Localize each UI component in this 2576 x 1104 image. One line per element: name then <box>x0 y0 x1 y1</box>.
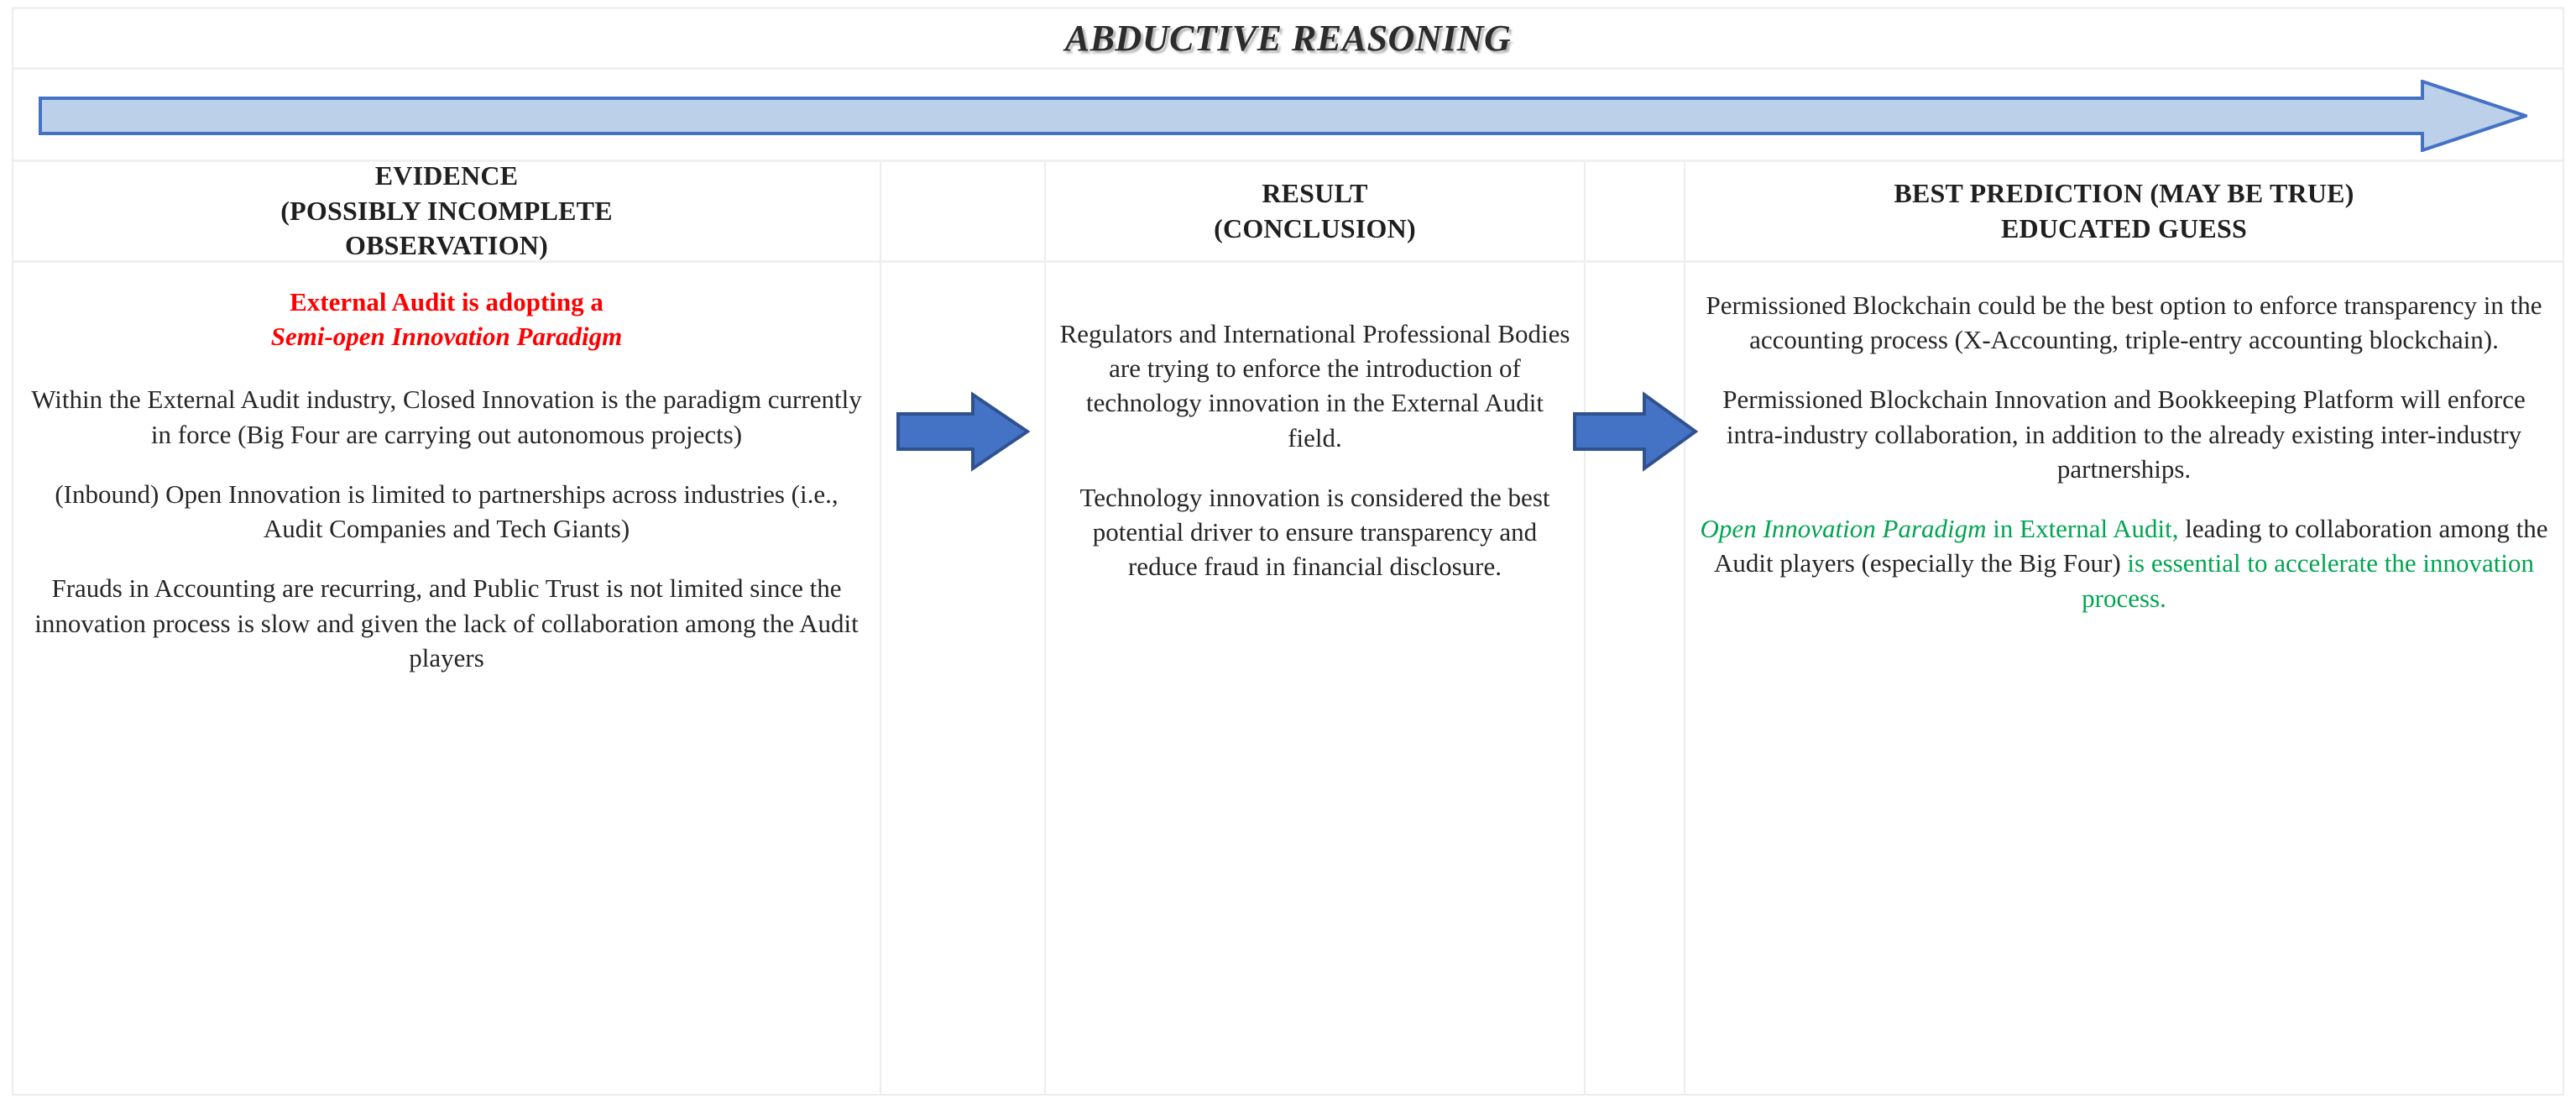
evidence-highlight: External Audit is adopting a Semi-open I… <box>27 285 866 353</box>
banner-row <box>13 70 2563 162</box>
evidence-paragraph-1: Within the External Audit industry, Clos… <box>31 385 862 449</box>
body-cell-result: Regulators and International Professiona… <box>1046 263 1586 1094</box>
diagram-frame: ABDUCTIVE REASONING EVIDENCE (POSSIBLY I… <box>12 7 2564 1096</box>
body-cell-spacer-2 <box>1572 263 1698 1094</box>
header-cell-result: RESULT (CONCLUSION) <box>1046 162 1586 260</box>
header-cell-prediction: BEST PREDICTION (MAY BE TRUE) EDUCATED G… <box>1685 162 2563 260</box>
evidence-paragraph-3: Frauds in Accounting are recurring, and … <box>34 573 859 672</box>
prediction-content: Permissioned Blockchain could be the bes… <box>1699 278 2549 615</box>
header-evidence-line1: EVIDENCE <box>374 160 519 191</box>
header-cell-evidence: EVIDENCE (POSSIBLY INCOMPLETE OBSERVATIO… <box>13 160 881 260</box>
body-cell-prediction: Permissioned Blockchain could be the bes… <box>1685 263 2563 1094</box>
header-result: RESULT (CONCLUSION) <box>1214 176 1416 246</box>
prediction-final-black: leading to collaboration among the Audit… <box>1713 514 2548 578</box>
prediction-final-green-1: in External Audit, <box>1986 514 2179 544</box>
body-cell-evidence: External Audit is adopting a Semi-open I… <box>13 263 881 1094</box>
evidence-to-result-arrow <box>896 390 1030 473</box>
header-prediction-line2: EDUCATED GUESS <box>2001 212 2247 243</box>
result-content: Regulators and International Professiona… <box>1059 278 1570 584</box>
prediction-paragraph-1: Permissioned Blockchain could be the bes… <box>1706 290 2542 355</box>
header-result-line2: (CONCLUSION) <box>1214 212 1416 243</box>
header-cell-spacer-1 <box>881 162 1046 260</box>
title-row: ABDUCTIVE REASONING <box>13 9 2563 70</box>
prediction-final-green-italic: Open Innovation Paradigm <box>1700 514 1987 544</box>
prediction-paragraph-2: Permissioned Blockchain Innovation and B… <box>1722 385 2526 484</box>
content-row: External Audit is adopting a Semi-open I… <box>13 263 2563 1094</box>
column-headers-row: EVIDENCE (POSSIBLY INCOMPLETE OBSERVATIO… <box>13 160 2563 263</box>
prediction-final-paragraph: Open Innovation Paradigm in External Aud… <box>1699 511 2549 615</box>
header-result-line1: RESULT <box>1262 177 1368 208</box>
header-prediction: BEST PREDICTION (MAY BE TRUE) EDUCATED G… <box>1894 176 2354 246</box>
header-prediction-line1: BEST PREDICTION (MAY BE TRUE) <box>1894 177 2354 208</box>
result-paragraph-2: Technology innovation is considered the … <box>1079 482 1550 582</box>
result-to-prediction-arrow <box>1572 390 1698 473</box>
evidence-highlight-line2: Semi-open Innovation Paradigm <box>270 322 623 352</box>
body-cell-spacer-1 <box>881 263 1046 1094</box>
header-evidence-line2: (POSSIBLY INCOMPLETE <box>280 195 613 226</box>
evidence-paragraph-2: (Inbound) Open Innovation is limited to … <box>55 479 839 544</box>
header-evidence: EVIDENCE (POSSIBLY INCOMPLETE OBSERVATIO… <box>280 159 613 264</box>
header-cell-spacer-2 <box>1586 162 1685 260</box>
process-direction-arrow <box>39 80 2527 152</box>
result-paragraph-1: Regulators and International Professiona… <box>1059 319 1570 453</box>
evidence-highlight-line1: External Audit is adopting a <box>290 287 604 317</box>
prediction-final-green-2: is essential to accelerate the innovatio… <box>2082 548 2535 613</box>
page-title: ABDUCTIVE REASONING <box>1064 18 1512 59</box>
header-evidence-line3: OBSERVATION) <box>345 230 548 261</box>
